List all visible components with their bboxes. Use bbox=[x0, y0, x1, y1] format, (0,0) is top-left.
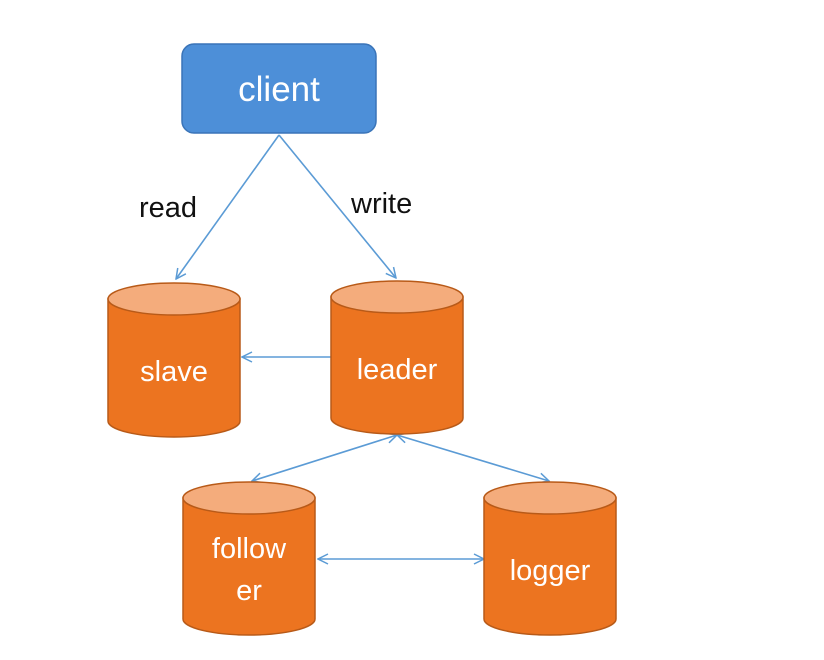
follower-cylinder-body bbox=[182, 497, 316, 636]
edge-write-arrow bbox=[278, 134, 396, 278]
logger-label: logger bbox=[510, 555, 591, 587]
slave-label: slave bbox=[140, 356, 208, 388]
edges bbox=[176, 134, 549, 559]
node-client: client bbox=[181, 43, 377, 134]
node-slave: slave bbox=[107, 282, 241, 438]
follower-label-line1: follow bbox=[212, 533, 287, 565]
slave-cylinder-top bbox=[107, 282, 241, 316]
follower-cylinder-top bbox=[182, 481, 316, 515]
edge-label-write: write bbox=[350, 188, 412, 220]
node-leader: leader bbox=[330, 280, 464, 435]
node-logger: logger bbox=[483, 481, 617, 636]
leader-cylinder-top bbox=[330, 280, 464, 314]
client-box bbox=[181, 43, 377, 134]
edge-leader-follower-arrow bbox=[252, 435, 397, 481]
follower-label-line2: er bbox=[236, 575, 262, 607]
node-follower: follow er bbox=[182, 481, 316, 636]
logger-cylinder-body bbox=[483, 497, 617, 636]
client-label: client bbox=[238, 70, 320, 109]
slave-cylinder-body bbox=[107, 298, 241, 438]
leader-label: leader bbox=[357, 354, 438, 386]
edge-label-read: read bbox=[139, 192, 197, 224]
edge-leader-logger-arrow bbox=[397, 435, 549, 481]
logger-cylinder-top bbox=[483, 481, 617, 515]
leader-cylinder-body bbox=[330, 296, 464, 435]
edge-read-arrow bbox=[176, 134, 280, 279]
